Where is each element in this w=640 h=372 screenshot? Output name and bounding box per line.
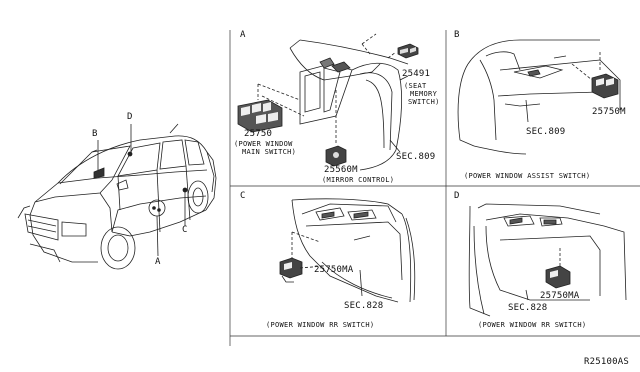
panel-d-drawing	[468, 203, 627, 317]
part-number-25491: 25491	[402, 69, 431, 79]
panel-c-letter: C	[240, 191, 246, 201]
part-number-25750ma-d: 25750MA	[540, 291, 580, 301]
panel-b-letter: B	[454, 30, 460, 40]
panel-frames	[229, 30, 640, 346]
section-b: SEC.809	[526, 127, 566, 137]
part-number-25560m: 25560M	[324, 165, 358, 175]
caption-d: (POWER WINDOW RR SWITCH)	[478, 321, 587, 329]
section-d: SEC.828	[508, 303, 548, 313]
caption-c: (POWER WINDOW RR SWITCH)	[266, 321, 375, 329]
callout-c: C	[182, 225, 188, 235]
part-name-main-line1: (POWER WINDOW	[234, 140, 293, 148]
diagram-code: R25100AS	[584, 357, 629, 367]
panel-a-letter: A	[240, 30, 246, 40]
section-c: SEC.828	[344, 301, 384, 311]
caption-b: (POWER WINDOW ASSIST SWITCH)	[464, 172, 591, 180]
callout-a: A	[155, 257, 161, 267]
panel-b-drawing	[457, 39, 621, 155]
panel-c-drawing	[279, 198, 416, 303]
panel-a-drawing	[237, 33, 419, 171]
section-a: SEC.809	[396, 152, 436, 162]
part-name-seat-line1: (SEAT	[404, 82, 427, 90]
callout-d: D	[127, 112, 133, 122]
callout-b: B	[92, 129, 98, 139]
part-name-main-line2: MAIN SWITCH)	[242, 148, 297, 156]
part-name-seat-line3: SWITCH)	[408, 98, 440, 106]
part-number-25750m: 25750M	[592, 107, 626, 117]
panel-d-letter: D	[454, 191, 460, 201]
vehicle-illustration	[17, 123, 217, 270]
part-number-25750: 25750	[244, 129, 273, 139]
part-number-25750ma-c: 25750MA	[314, 265, 354, 275]
part-name-mirror: (MIRROR CONTROL)	[322, 176, 395, 184]
part-name-seat-line2: MEMORY	[410, 90, 438, 98]
